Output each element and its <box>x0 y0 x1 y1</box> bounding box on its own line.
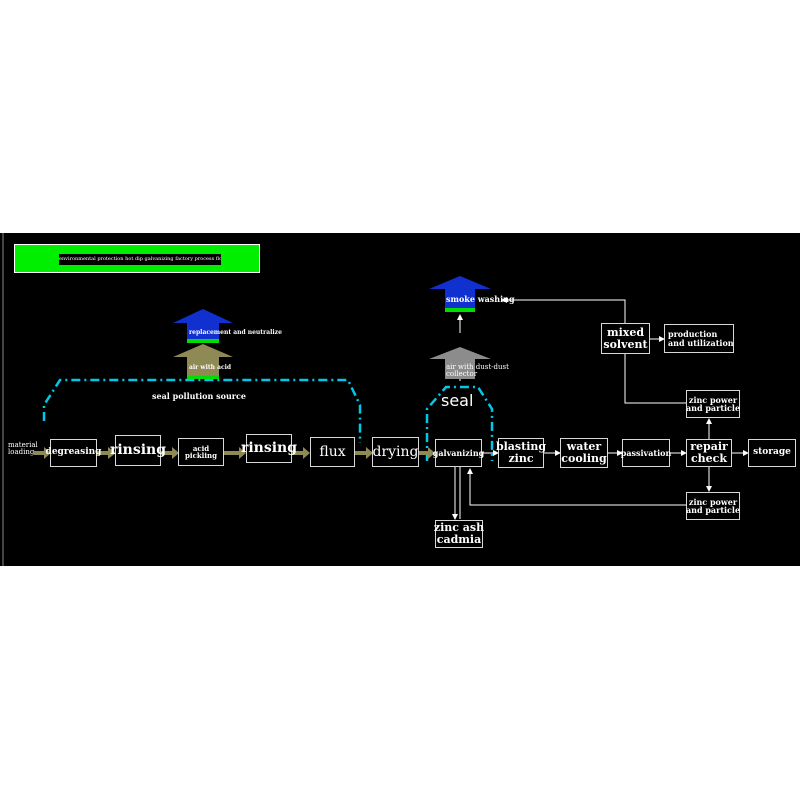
air-with-acid-label: air with acid <box>189 364 232 371</box>
exhaust-up-arrow-icon <box>173 309 233 343</box>
flux-box: flux <box>310 437 355 467</box>
zinc-power-particle-box-bottom: zinc power and particle <box>686 492 740 520</box>
seal-enclosure <box>425 385 494 461</box>
flow-arrow-icon <box>292 447 310 459</box>
seal-pollution-enclosure <box>42 378 362 443</box>
flow-arrow-icon <box>224 447 246 459</box>
material-loading-label: material loading <box>8 441 38 457</box>
rinsing-box-1: rinsing <box>110 435 166 466</box>
title-banner: environmental protection hot dip galvani… <box>14 244 260 273</box>
diagram-title: environmental protection hot dip galvani… <box>59 254 221 265</box>
flow-arrow-icon <box>419 447 435 459</box>
flow-arrow-icon <box>161 447 179 459</box>
production-utilization-box: production and utilization <box>664 324 734 353</box>
storage-box: storage <box>748 439 796 467</box>
zinc-ash-cadmia-box: zinc ash cadmia <box>433 520 485 548</box>
water-cooling-box: water cooling <box>560 438 608 468</box>
exhaust-up-arrow-icon <box>173 344 233 379</box>
mixed-solvent-box: mixed solvent <box>601 323 650 354</box>
seal-label: seal <box>441 391 474 410</box>
galvanizing-box: galvanizing <box>433 439 484 467</box>
smoke-washing-label: smoke washing <box>446 294 515 304</box>
seal-pollution-source-label: seal pollution source <box>152 391 246 401</box>
replacement-label: replacement and neutralize <box>189 329 282 336</box>
exhaust-up-arrow-icon <box>429 347 491 379</box>
air-dust-collector-label: air with dust-dust collector <box>446 363 509 379</box>
connector-layer <box>2 233 749 566</box>
acid-pickling-box: acid pickling <box>178 438 224 466</box>
flow-arrow-icon <box>355 447 373 459</box>
flow-arrow-icon <box>34 447 51 459</box>
zinc-power-particle-box-top: zinc power and particle <box>686 390 740 418</box>
degreasing-box: degreasing <box>46 439 101 467</box>
passivation-box: passivation <box>621 439 671 467</box>
flow-arrow-icon <box>97 447 116 459</box>
rinsing-box-2: rinsing <box>241 434 297 463</box>
diagram-canvas: environmental protection hot dip galvani… <box>0 233 800 566</box>
repair-check-box: repair check <box>686 439 732 467</box>
drying-box: drying <box>372 437 419 467</box>
exhaust-up-arrow-icon <box>429 276 491 312</box>
blasting-zinc-box: blasting zinc <box>496 438 546 468</box>
flow-arrows <box>34 447 435 459</box>
